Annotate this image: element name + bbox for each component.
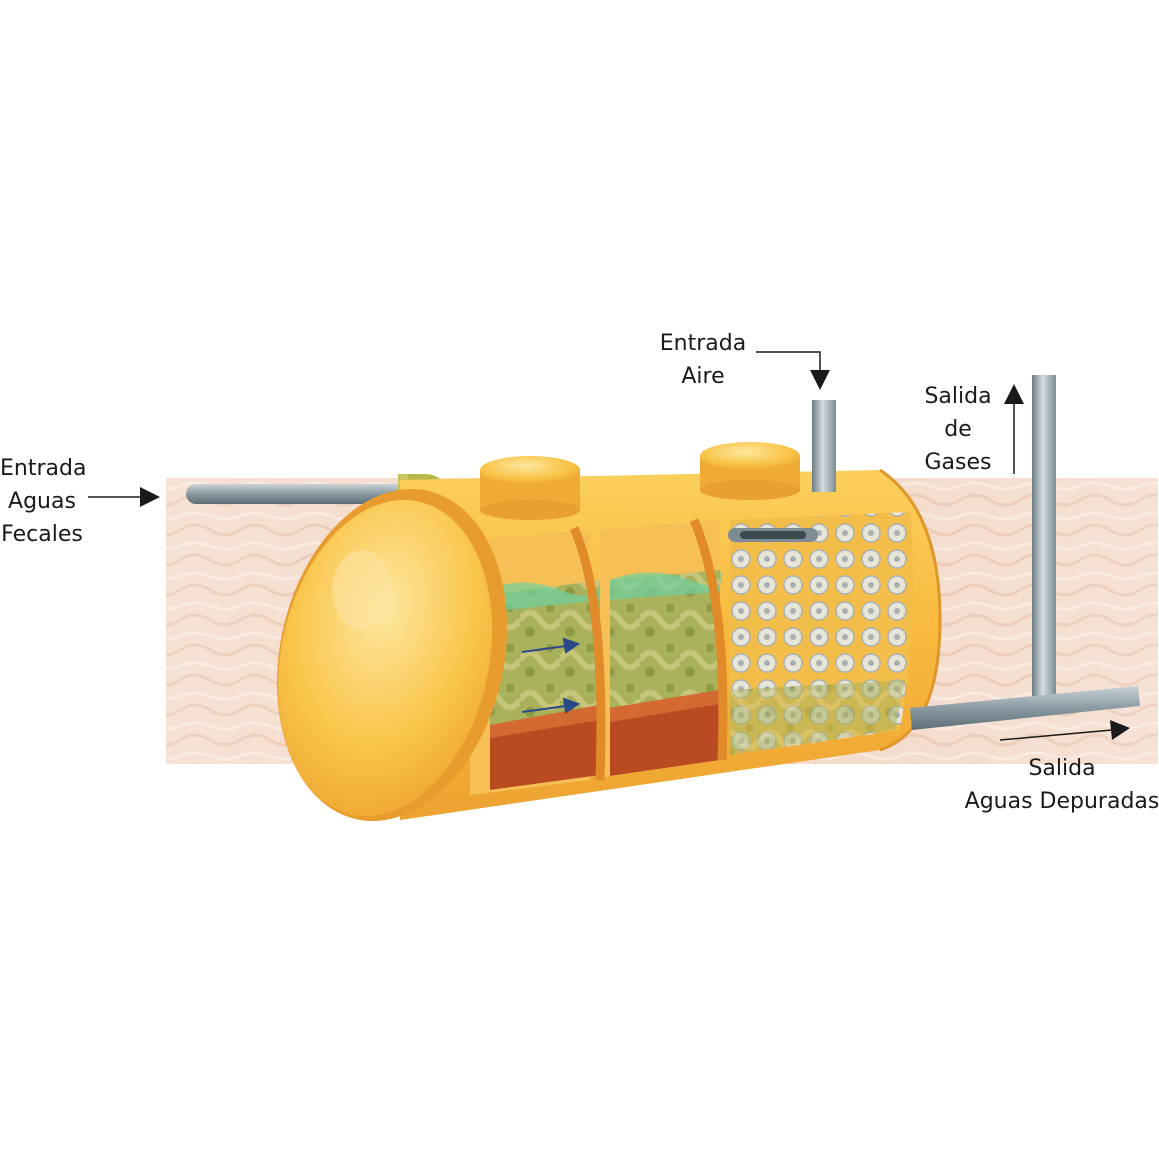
label-line: Aire [681, 364, 725, 389]
arrow-up-icon [1004, 384, 1024, 474]
label-line: Fecales [1, 522, 83, 547]
flow-arrows [521, 637, 581, 714]
label-air-inlet: Entrada Aire [650, 327, 756, 393]
label-line: Aguas [8, 489, 76, 514]
access-cap-left [480, 456, 580, 520]
label-line: Salida [1028, 756, 1096, 781]
arrow-down-icon [756, 351, 830, 390]
label-line: Entrada [659, 331, 747, 356]
label-line: Gases [924, 450, 992, 475]
arrow-right-icon [999, 720, 1130, 741]
label-treated-water-outlet: Salida Aguas Depuradas [962, 752, 1159, 818]
access-cap-right [700, 442, 800, 500]
air-inlet-pipe [812, 400, 836, 492]
label-line: Aguas Depuradas [964, 789, 1159, 814]
label-line: Salida [924, 384, 992, 409]
label-sewage-inlet: Entrada Aguas Fecales [0, 452, 87, 551]
label-line: de [944, 417, 972, 442]
outlet-pipes [910, 375, 1140, 730]
tank-end-cap [277, 489, 507, 821]
arrow-right-icon [88, 487, 160, 507]
tank-cutaway [470, 512, 914, 795]
label-line: Entrada [0, 456, 87, 481]
label-gas-outlet: Salida de Gases [914, 380, 1002, 479]
